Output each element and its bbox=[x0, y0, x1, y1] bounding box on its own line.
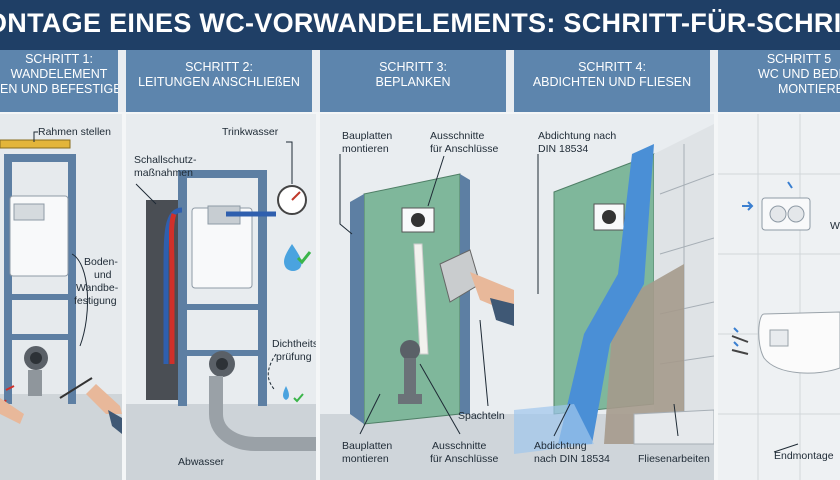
label-schallschutz-2: maßnahmen bbox=[134, 167, 193, 179]
water-pipe-blue bbox=[163, 207, 183, 364]
label-dichtheit-1: Dichtheits- bbox=[272, 338, 316, 350]
label-ausschnitte-bottom-2: für Anschlüsse bbox=[430, 453, 499, 465]
step-2-header: SCHRITT 2: LEITUNGEN ANSCHLIEßEN bbox=[126, 50, 312, 112]
label-trinkwasser: Trinkwasser bbox=[222, 126, 279, 138]
step-5-header-line2: WC UND BEDIENE bbox=[758, 67, 840, 81]
label-bauplatten-bottom-2: montieren bbox=[342, 453, 389, 465]
water-drop-check-icon bbox=[284, 244, 302, 271]
label-abdichtung-top-2: DIN 18534 bbox=[538, 143, 589, 155]
step-5-header: SCHRITT 5 WC UND BEDIENE MONTIERE bbox=[718, 50, 840, 112]
step-5-header-line3: MONTIERE bbox=[778, 82, 840, 96]
water-pipe-red bbox=[169, 213, 177, 364]
label-boden-3: Wandbe- bbox=[76, 282, 119, 294]
label-ausschnitte-top-1: Ausschnitte bbox=[430, 130, 485, 142]
label-abdichtung-bottom-2: nach DIN 18534 bbox=[534, 453, 610, 465]
step-4-header-line2: ABDICHTEN UND FLIESEN bbox=[532, 75, 692, 89]
step-1-header-line1: SCHRITT 1: bbox=[25, 52, 93, 66]
step-5-header-line1: SCHRITT 5 bbox=[766, 52, 832, 66]
label-abdichtung-top-1: Abdichtung nach bbox=[538, 130, 617, 142]
page-title: ONTAGE EINES WC-VORWANDELEMENTS: SCHRITT… bbox=[0, 8, 840, 38]
label-ausschnitte-bottom-1: Ausschnitte bbox=[432, 440, 487, 452]
label-abwasser: Abwasser bbox=[178, 456, 225, 468]
label-boden-2: und bbox=[94, 269, 112, 281]
spirit-level bbox=[0, 139, 71, 149]
step-2-panel: Trinkwasser Schallschutz- maßnahmen Dich… bbox=[126, 114, 316, 480]
label-w: W bbox=[830, 220, 840, 232]
step-3-header-line2: BEPLANKEN bbox=[375, 75, 451, 89]
wall-hung-wc bbox=[758, 311, 840, 374]
step-3-panel: Bauplatten montieren Ausschnitte für Ans… bbox=[320, 114, 514, 480]
step-1-header-line2: WANDELEMENT bbox=[10, 67, 108, 81]
step-3-illustration bbox=[320, 114, 514, 480]
step-2-header-line2: LEITUNGEN ANSCHLIEßEN bbox=[138, 75, 300, 89]
step-4-illustration bbox=[514, 114, 714, 480]
step-1-header: SCHRITT 1: WANDELEMENT EN UND BEFESTIGEN bbox=[0, 50, 118, 112]
frame-post-left bbox=[4, 154, 12, 404]
label-fliesenarbeiten: Fliesenarbeiten bbox=[638, 453, 710, 465]
step-1-header-line3: EN UND BEFESTIGEN bbox=[0, 82, 118, 96]
sealing-membrane bbox=[558, 144, 654, 444]
step-3-header: SCHRITT 3: BEPLANKEN bbox=[320, 50, 506, 112]
step-2-illustration bbox=[126, 114, 316, 480]
label-ausschnitte-top-2: für Anschlüsse bbox=[430, 143, 499, 155]
label-bauplatten-top-2: montieren bbox=[342, 143, 389, 155]
frame-post-right bbox=[68, 154, 76, 404]
step-4-header-line1: SCHRITT 4: bbox=[578, 60, 646, 74]
label-rahmen-stellen: Rahmen stellen bbox=[38, 126, 111, 138]
label-abdichtung-bottom-1: Abdichtung bbox=[534, 440, 587, 452]
label-dichtheit-2: prüfung bbox=[276, 351, 312, 363]
step-3-header-line1: SCHRITT 3: bbox=[379, 60, 447, 74]
step-4-header: SCHRITT 4: ABDICHTEN UND FLIESEN bbox=[514, 50, 710, 112]
label-bauplatten-bottom-1: Bauplatten bbox=[342, 440, 393, 452]
label-bauplatten-top-1: Bauplatten bbox=[342, 130, 393, 142]
hand bbox=[86, 384, 122, 414]
step-1-illustration bbox=[0, 114, 122, 480]
label-boden-4: festigung bbox=[74, 295, 117, 307]
label-schallschutz-1: Schallschutz- bbox=[134, 154, 197, 166]
step-2-header-line1: SCHRITT 2: bbox=[185, 60, 253, 74]
label-spachteln: Spachteln bbox=[458, 410, 505, 422]
label-endmontage: Endmontage bbox=[774, 450, 834, 462]
waste-pipe bbox=[209, 376, 316, 451]
label-boden-1: Boden- bbox=[84, 256, 118, 268]
step-5-panel: W Endmontage bbox=[718, 114, 840, 480]
title-bar: ONTAGE EINES WC-VORWANDELEMENTS: SCHRITT… bbox=[0, 0, 840, 50]
step-5-illustration bbox=[718, 114, 840, 480]
step-4-panel: Abdichtung nach DIN 18534 Abdichtung nac… bbox=[514, 114, 714, 480]
step-1-panel: Rahmen stellen Boden- und Wandbe- festig… bbox=[0, 114, 122, 480]
